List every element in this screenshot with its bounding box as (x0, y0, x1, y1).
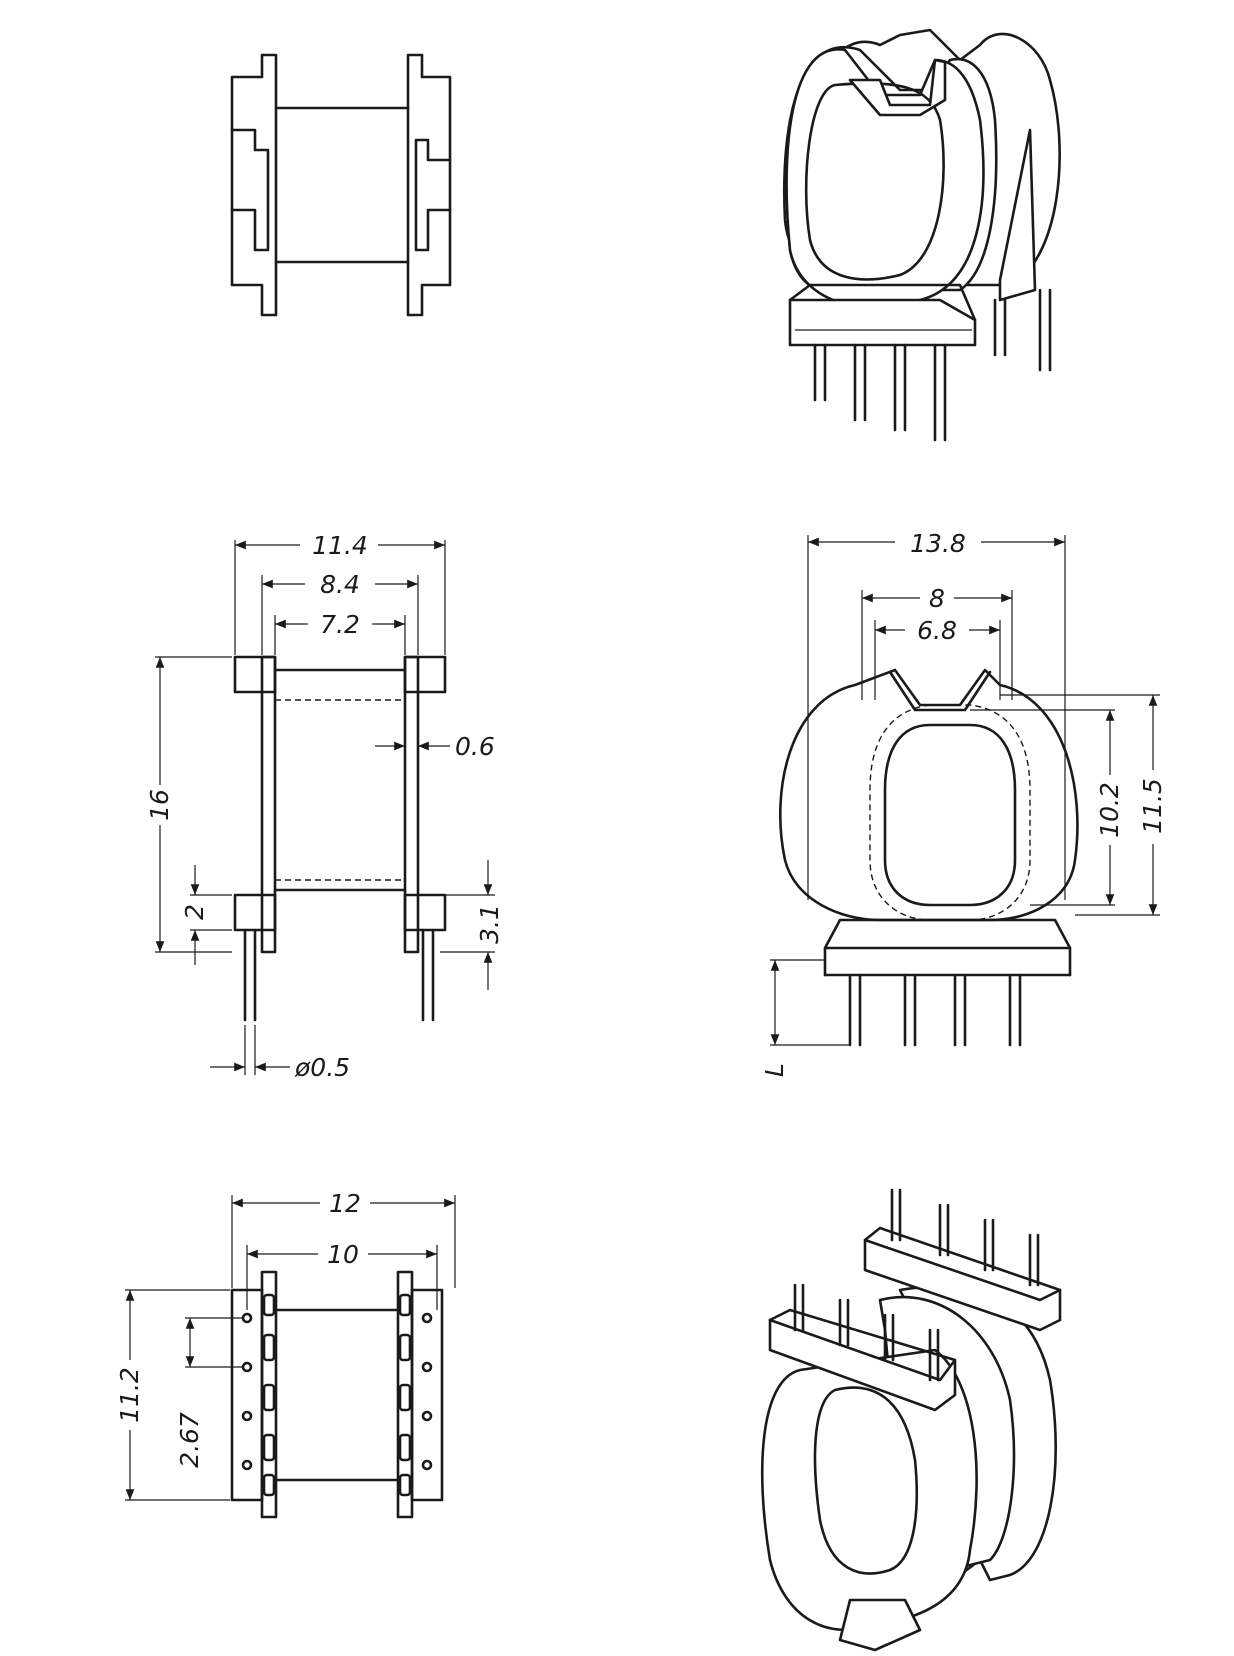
dim-pin-length: L (760, 1063, 789, 1077)
dim-bottom-width-pins: 10 (327, 1240, 359, 1269)
dim-width-flange: 8.4 (320, 570, 360, 599)
dim-bottom-pin-pitch: 2.67 (175, 1412, 204, 1468)
dim-width-overall: 11.4 (312, 531, 368, 560)
dim-pin-diameter: ø0.5 (294, 1053, 350, 1082)
dim-front-width-core: 6.8 (917, 616, 957, 645)
dim-bottom-height: 11.2 (115, 1367, 144, 1423)
dim-bottom-width-overall: 12 (329, 1189, 361, 1218)
top-iso-view (783, 28, 1061, 442)
dim-flange-thickness: 0.6 (455, 732, 495, 761)
slot-pads (262, 1293, 412, 1497)
dim-front-width-window: 8 (929, 584, 945, 613)
dim-front-height-outer: 11.5 (1138, 778, 1167, 834)
pin-holes (241, 1312, 433, 1471)
iso-pins (793, 1188, 1040, 1382)
top-side-view (230, 53, 452, 317)
dim-front-height-inner: 10.2 (1095, 782, 1124, 838)
dim-width-core: 7.2 (320, 610, 360, 639)
middle-front-view: 13.8 8 6.8 10.2 11.5 L (760, 527, 1168, 1077)
dim-height: 16 (145, 789, 174, 821)
bottom-top-view: 12 10 11.2 2.67 (115, 1188, 456, 1519)
bottom-iso-view (760, 1188, 1062, 1652)
dim-base-height: 2 (180, 904, 209, 920)
middle-side-view: 11.4 8.4 7.2 0.6 16 2 3.1 (145, 530, 504, 1082)
dim-pin-offset: 3.1 (475, 904, 504, 944)
dim-front-width-overall: 13.8 (910, 529, 966, 558)
